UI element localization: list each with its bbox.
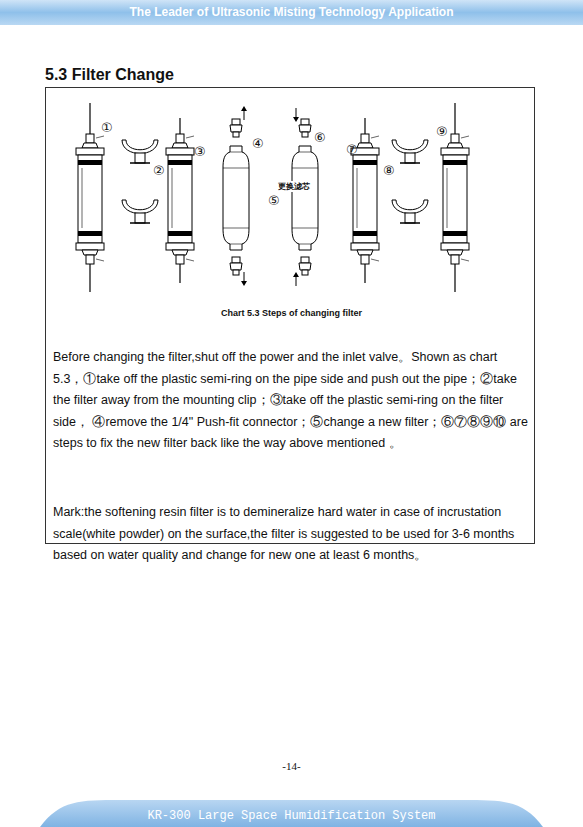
top-banner bbox=[0, 0, 583, 25]
callout-number: ⑨ bbox=[436, 125, 448, 139]
banner-text: The Leader of Ultrasonic Misting Technol… bbox=[0, 5, 583, 19]
filter-illustration bbox=[76, 103, 469, 292]
callout-number: ⑥ bbox=[314, 131, 326, 145]
footer-text: KR-300 Large Space Humidification System bbox=[0, 809, 583, 823]
callout-number: ④ bbox=[252, 137, 264, 151]
callout-number: ⑤ bbox=[268, 194, 280, 208]
callout-number: ⑧ bbox=[383, 164, 395, 178]
body-paragraph: Before changing the filter,shut off the … bbox=[53, 347, 529, 455]
page-number: -14- bbox=[0, 760, 583, 772]
callout-number: ② bbox=[153, 164, 165, 178]
callout-number: ⑦ bbox=[346, 143, 358, 157]
chinese-label: 更换滤芯 bbox=[278, 181, 310, 192]
callout-number: ① bbox=[101, 121, 113, 135]
figure-caption: Chart 5.3 Steps of changing filter bbox=[0, 308, 583, 318]
note-paragraph: Mark:the softening resin filter is to de… bbox=[53, 502, 529, 567]
callout-number: ③ bbox=[194, 145, 206, 159]
section-heading: 5.3 Filter Change bbox=[45, 66, 174, 84]
